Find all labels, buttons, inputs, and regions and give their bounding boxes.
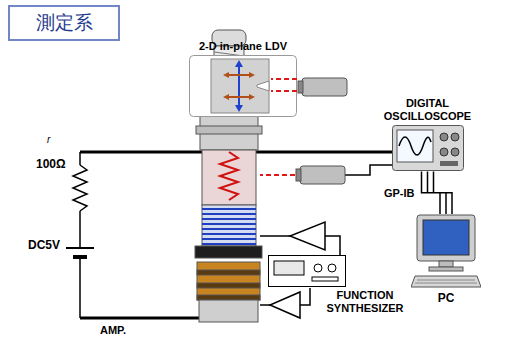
- transducer-part: [197, 262, 260, 300]
- inset-view-body-part-part: [271, 90, 297, 92]
- oscilloscope-body-part-part: [399, 137, 431, 155]
- inset-view-body-part-part: [223, 94, 229, 100]
- oscilloscope-body-part-part: [440, 161, 458, 166]
- oscilloscope-label: DIGITAL OSCILLOSCOPE: [380, 97, 475, 123]
- circuit-wire-part: [300, 288, 310, 305]
- oscilloscope-body: [392, 125, 464, 171]
- title-box: 測定系: [8, 5, 120, 41]
- inset-view-body-part-part: [238, 65, 240, 107]
- transducer-part-part: [202, 238, 256, 240]
- battery-symbol: [66, 248, 94, 257]
- diagram-title: 測定系: [36, 10, 93, 36]
- pc: PC: [410, 214, 482, 305]
- ldv-head-part: [298, 81, 303, 93]
- transducer-part: [196, 126, 262, 134]
- inset-view-body-part-part: [223, 72, 229, 78]
- inset-view-body-part-part: [211, 59, 269, 113]
- circuit-wire-part: [79, 152, 81, 165]
- oscilloscope: DIGITAL OSCILLOSCOPE: [380, 97, 475, 171]
- ldv-head-part: [260, 174, 295, 176]
- ldv-head-part: [300, 166, 345, 184]
- inset-view-body: [189, 55, 297, 117]
- inset-view-body-part-part: [249, 72, 255, 78]
- inset-view-body-part-part: [271, 78, 297, 80]
- transducer-part: [220, 152, 238, 200]
- inset-view-body-part-part: [227, 96, 251, 98]
- circuit-wire-part: [79, 211, 81, 248]
- oscilloscope-body-part-part: [451, 133, 459, 141]
- transducer-part: [195, 246, 262, 258]
- transducer-part: [202, 209, 256, 244]
- pc-body-part-part: [415, 283, 477, 284]
- circuit-wire-part: [345, 165, 392, 175]
- inset-view-body-part: [189, 55, 297, 117]
- transducer-part-part: [202, 223, 256, 225]
- transducer-part-part: [202, 233, 256, 235]
- circuit-wire-part: [79, 257, 81, 318]
- pc-body-part-part: [411, 276, 481, 287]
- inset-view-body-part-part: [190, 56, 297, 117]
- pc-body-part-part: [423, 220, 469, 255]
- circuit-wire-part: [260, 235, 290, 237]
- pc-body-part-part: [417, 215, 475, 261]
- ldv-head-part: [296, 169, 301, 181]
- circuit-wire-part: [325, 236, 340, 256]
- oscilloscope-body-part-part: [440, 148, 448, 156]
- pc-body: [411, 214, 481, 289]
- inset-view-body-part-part: [235, 105, 243, 112]
- circuit-wire-part: [80, 317, 200, 320]
- amplifier-symbol-part: [290, 222, 325, 250]
- transducer-part: [197, 283, 260, 288]
- battery-symbol-part: [66, 247, 94, 249]
- circuit-wire-part: [73, 165, 87, 211]
- pc-body-part-part: [429, 267, 463, 271]
- transducer-part-part: [202, 228, 256, 230]
- bus-label: GP-IB: [382, 187, 417, 199]
- transducer-part: [202, 205, 256, 246]
- function-synthesizer-label: FUNCTION SYNTHESIZER: [268, 289, 408, 315]
- function-synthesizer-body: [268, 255, 346, 287]
- resistor-label: r: [47, 134, 50, 145]
- oscilloscope-body-part-part: [392, 126, 463, 171]
- oscilloscope-body-part: [392, 125, 464, 171]
- transducer-part: [197, 270, 260, 275]
- function-synthesizer-body-part: [268, 255, 346, 287]
- function-synthesizer-body-part-part: [274, 261, 304, 275]
- inset-view: 2-D in-plane LDV: [188, 40, 298, 117]
- resistor-value: 100Ω: [36, 157, 66, 171]
- oscilloscope-body-part-part: [451, 148, 459, 156]
- transducer-part: [197, 295, 260, 300]
- inset-view-body-part-part: [235, 60, 243, 67]
- bus-cable: [422, 171, 453, 214]
- inset-view-body-part-part: [257, 81, 269, 91]
- transducer-part-part: [202, 243, 256, 245]
- transducer-part: [202, 150, 256, 205]
- inset-view-label: 2-D in-plane LDV: [188, 40, 298, 53]
- inset-view-body-part-part: [249, 94, 255, 100]
- oscilloscope-body-part-part: [397, 130, 433, 162]
- amplifier-label: AMP.: [100, 324, 126, 336]
- pc-label: PC: [410, 291, 482, 305]
- transducer-part: [199, 300, 258, 322]
- oscilloscope-body-part-part: [440, 133, 448, 141]
- pc-body-part-part: [439, 261, 453, 267]
- ldv-head-part: [302, 78, 347, 96]
- battery-symbol-part: [73, 255, 87, 259]
- function-synthesizer-body-part-part: [312, 277, 338, 281]
- amplifier-symbol: [270, 222, 325, 318]
- transducer-part-part: [202, 213, 256, 215]
- voltage-label: DC5V: [28, 238, 60, 252]
- function-synthesizer-body-part-part: [269, 256, 346, 287]
- transducer-part-part: [202, 208, 256, 210]
- transducer-part-part: [202, 218, 256, 220]
- pc-body-part-part: [417, 280, 475, 281]
- function-synthesizer-body-part-part: [328, 264, 336, 272]
- amplifier-symbol-part: [270, 292, 300, 318]
- inset-view-body-part-part: [227, 74, 251, 76]
- function-synthesizer: FUNCTION SYNTHESIZER: [268, 255, 408, 315]
- pc-body-part: [411, 214, 481, 289]
- function-synthesizer-body-part-part: [314, 264, 322, 272]
